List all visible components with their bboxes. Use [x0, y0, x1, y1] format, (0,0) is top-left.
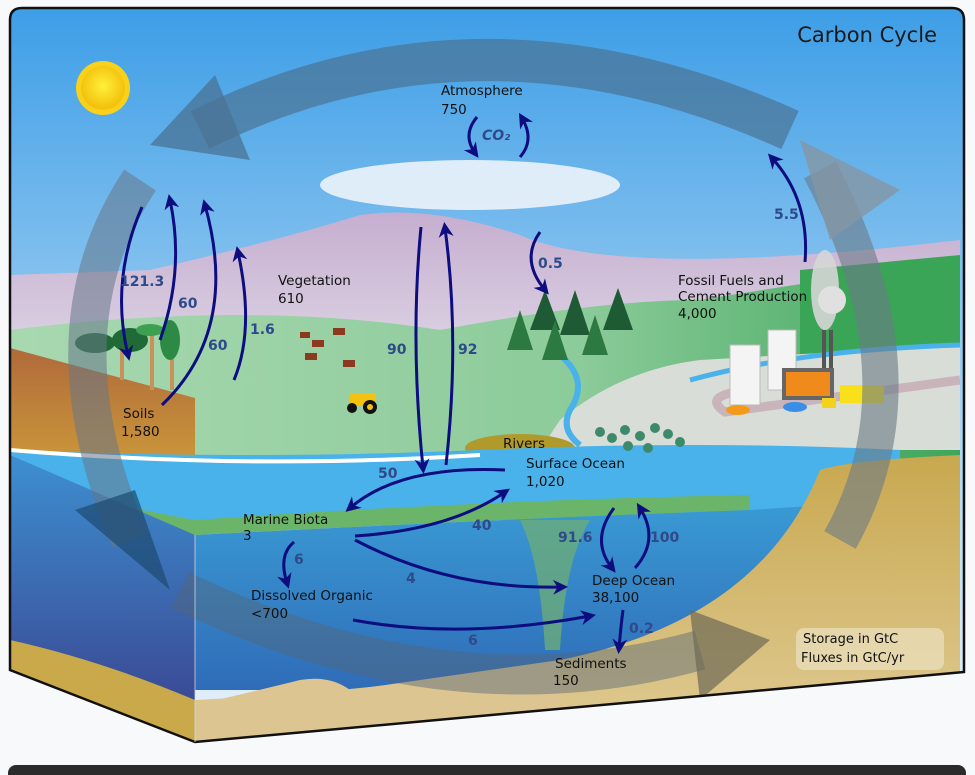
flux-photosynthesis: 121.3 [120, 274, 164, 290]
arrow-ocean-uptake [438, 222, 455, 466]
sediments-label: Sediments [555, 656, 627, 672]
sediments-value: 150 [553, 673, 579, 689]
flux-plant-respiration: 60 [178, 296, 198, 312]
arrow-surface-to-biota [345, 468, 506, 512]
flux-land-use: 1.6 [250, 322, 275, 338]
surface-ocean-label: Surface Ocean [526, 456, 625, 472]
cycle-arrow-left [68, 169, 156, 548]
marine-biota-label: Marine Biota [243, 512, 328, 528]
flux-surface-to-biota: 50 [378, 466, 398, 482]
cycle-arrow-right-head [800, 140, 900, 240]
surface-ocean-value: 1,020 [526, 474, 565, 490]
deep-ocean-label: Deep Ocean [592, 573, 675, 589]
soils-value: 1,580 [121, 424, 160, 440]
factory-icon [782, 250, 846, 400]
arrow-photosynthesis [118, 206, 144, 361]
cycle-arrow-bottom [171, 571, 706, 695]
vegetation-label: Vegetation [278, 273, 351, 289]
rivers-label: Rivers [503, 436, 545, 452]
arrow-land-use [232, 246, 248, 381]
arrow-biota-to-deep [354, 538, 568, 595]
arrow-biota-to-surface [354, 488, 510, 538]
legend-storage: Storage in GtC [803, 632, 898, 647]
atmosphere-value: 750 [441, 102, 467, 118]
dissolved-organic-label: Dissolved Organic [251, 588, 373, 604]
flux-fossil-emission: 5.5 [774, 207, 799, 223]
flux-soil-respiration: 60 [208, 338, 228, 354]
front-sand [10, 640, 195, 742]
arrow-soil-respiration [160, 199, 218, 407]
cycle-arrow-top [190, 39, 799, 150]
sun-icon [76, 61, 130, 115]
legend-fluxes: Fluxes in GtC/yr [801, 651, 905, 666]
flux-ocean-uptake: 92 [458, 342, 477, 358]
bottom-panel-edge [8, 765, 966, 775]
coastal-trees-icon [595, 423, 685, 453]
flux-biota-to-deep: 4 [406, 571, 416, 587]
vegetation-value: 610 [278, 291, 304, 307]
flux-ocean-release: 90 [387, 342, 407, 358]
flux-deep-to-surface: 100 [650, 530, 679, 546]
arrow-plant-respiration [158, 194, 180, 341]
fossil-label-line2: Cement Production [678, 289, 807, 305]
legend-box [796, 628, 944, 670]
sediment-layer [195, 455, 960, 742]
arrow-forest-uptake [529, 231, 549, 295]
diagram-title: Carbon Cycle [797, 23, 937, 47]
atmosphere-label: Atmosphere [441, 83, 523, 99]
arrow-fossil-emission [767, 153, 808, 263]
flux-arrows [118, 112, 808, 654]
flux-biota-to-surface: 40 [472, 518, 492, 534]
soils-label: Soils [123, 406, 154, 422]
flux-surface-to-deep: 91.6 [558, 530, 593, 546]
cycle-arrow-top-head [150, 75, 250, 160]
dissolved-organic-value: <700 [251, 606, 288, 622]
fossil-value: 4,000 [678, 306, 717, 322]
arrow-deep-to-sediments [612, 609, 628, 654]
river [558, 352, 582, 448]
cloud [320, 160, 620, 210]
frame-border [8, 6, 966, 744]
legend: Storage in GtC Fluxes in GtC/yr [796, 628, 944, 670]
arrow-ocean-release [414, 226, 430, 474]
tractor-icon [347, 393, 377, 414]
arrow-co2-down [463, 116, 479, 158]
flux-dissolved-to-deep: 6 [468, 633, 478, 649]
flux-forest-uptake: 0.5 [538, 256, 563, 272]
co2-label: CO₂ [482, 128, 511, 144]
arrow-biota-to-dissolved [277, 540, 296, 589]
thermocline [10, 485, 750, 535]
marine-biota-value: 3 [243, 528, 252, 544]
fossil-label-line1: Fossil Fuels and [678, 273, 784, 289]
river-far [689, 342, 961, 383]
forest-icon [507, 288, 633, 360]
flux-deep-to-sediments: 0.2 [629, 621, 654, 637]
cycle-arrow-bottom-head [690, 610, 770, 700]
deep-ocean-value: 38,100 [592, 590, 639, 606]
arrow-deep-to-surface [633, 502, 652, 569]
flux-biota-to-dissolved: 6 [294, 552, 304, 568]
cattle-icon [300, 328, 355, 367]
arrow-co2-up [518, 112, 534, 158]
arrow-dissolved-to-deep [352, 610, 596, 631]
cycle-arrow-left-head [75, 490, 170, 590]
arrow-surface-to-deep [600, 507, 616, 573]
